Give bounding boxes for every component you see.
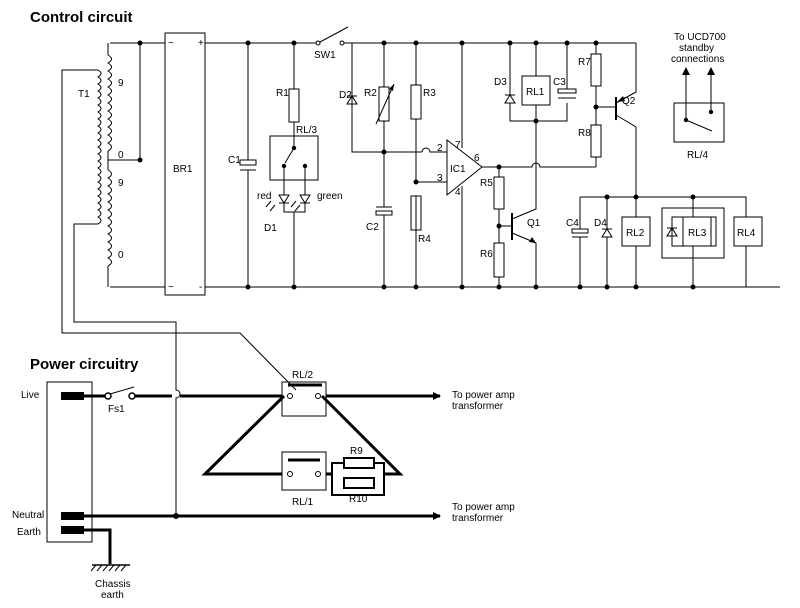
resistor-r3 — [410, 84, 422, 120]
rl1-contact-label: RL/1 — [292, 497, 314, 508]
relay-coil-rl4 — [733, 216, 763, 247]
br1-plus: + — [198, 38, 204, 49]
resistor-r10 — [343, 477, 375, 489]
t1-top9: 9 — [118, 78, 124, 89]
r1-label: R1 — [276, 88, 289, 99]
to-amp1-line1: To power amp — [452, 390, 515, 401]
t1-top0: 0 — [118, 150, 124, 161]
br1-minus: - — [199, 282, 202, 293]
power-circuitry: Live Neutral Earth Fs1 RL/2 To power amp… — [12, 69, 515, 601]
to-amp2-line2: transformer — [452, 513, 504, 524]
control-circuit: T1 9 0 9 0 BR1 ~ + ~ - C1 — [78, 26, 780, 296]
relay-contact-rl3 — [269, 135, 319, 181]
pin-4: 4 — [455, 187, 461, 198]
c4-label: C4 — [566, 218, 579, 229]
sw1-label: SW1 — [314, 50, 336, 61]
br1-ac-top: ~ — [168, 38, 174, 49]
r3-label: R3 — [423, 88, 436, 99]
relay-contact-rl1 — [281, 451, 327, 491]
led-green-label: green — [317, 191, 343, 202]
resistor-r6 — [493, 242, 505, 278]
c3-label: C3 — [553, 77, 566, 88]
standby-contacts-rl4: To UCD700 standby connections RL/4 — [671, 32, 726, 161]
resistor-r2 — [378, 86, 390, 122]
r9-label: R9 — [350, 446, 363, 457]
r6-label: R6 — [480, 249, 493, 260]
bridge-rectifier-br1: BR1 ~ + ~ - — [164, 32, 206, 296]
chassis-earth-line2: earth — [101, 590, 124, 601]
q2-label: Q2 — [622, 96, 636, 107]
ucd-label-1: To UCD700 — [674, 32, 726, 43]
c1-label: C1 — [228, 155, 241, 166]
rl1-label: RL1 — [526, 87, 545, 98]
d3-label: D3 — [494, 77, 507, 88]
fuse-fs1-label: Fs1 — [108, 404, 125, 415]
live-label: Live — [21, 390, 40, 401]
r4-label: R4 — [418, 234, 431, 245]
resistor-r1 — [288, 88, 300, 123]
d4-label: D4 — [594, 218, 607, 229]
rl4-label: RL4 — [737, 228, 756, 239]
chassis-earth-line1: Chassis — [95, 579, 131, 590]
timing-section: D2 R2 C2 R3 R4 — [339, 43, 447, 287]
transformer-t1: T1 9 0 9 0 — [78, 43, 141, 287]
capacitor-c1: C1 — [228, 43, 257, 287]
relay-rl1-section: D3 RL1 C3 — [494, 43, 577, 167]
output-relays-section: C4 D4 RL2 RL3 RL4 — [566, 196, 763, 287]
pin-7: 7 — [455, 140, 461, 151]
ucd-label-3: connections — [671, 54, 724, 65]
q1-label: Q1 — [527, 218, 541, 229]
ic1-label: IC1 — [450, 164, 466, 175]
d1-label: D1 — [264, 223, 277, 234]
d2-label: D2 — [339, 90, 352, 101]
rl2-label: RL2 — [626, 228, 645, 239]
r10-label: R10 — [349, 494, 368, 505]
t1-label: T1 — [78, 89, 90, 100]
t1-bot9: 9 — [118, 178, 124, 189]
pin-2: 2 — [437, 143, 443, 154]
led-red-label: red — [257, 191, 271, 202]
relay-coil-rl3 — [682, 216, 712, 247]
resistor-r9 — [343, 457, 375, 469]
control-circuit-heading: Control circuit — [30, 9, 133, 26]
c2-label: C2 — [366, 222, 379, 233]
comparator-ic1: IC1 2 3 7 4 6 — [421, 43, 483, 287]
pin-3: 3 — [437, 173, 443, 184]
r2-label: R2 — [364, 88, 377, 99]
relay-indicator-section: R1 RL/3 red green D1 — [257, 43, 343, 287]
r8-label: R8 — [578, 128, 591, 139]
rl3-label: RL/3 — [296, 125, 318, 136]
r7-label: R7 — [578, 57, 591, 68]
br1-ac-bottom: ~ — [168, 282, 174, 293]
relay-coil-rl1 — [521, 75, 551, 106]
resistor-r8 — [590, 124, 602, 158]
switch-sw1: SW1 — [314, 26, 349, 61]
earth-label: Earth — [17, 527, 41, 538]
relay-coil-rl2 — [621, 216, 651, 247]
br1-label: BR1 — [173, 164, 193, 175]
ucd-label-2: standby — [679, 43, 714, 54]
pin-6: 6 — [474, 153, 480, 164]
driver-q2-section: R7 R8 Q2 — [578, 43, 637, 197]
junction-dots — [137, 40, 696, 290]
r5-label: R5 — [480, 178, 493, 189]
rl3-coil-label: RL3 — [688, 228, 707, 239]
to-amp1-line2: transformer — [452, 401, 504, 412]
resistor-r5 — [493, 176, 505, 210]
to-amp2-line1: To power amp — [452, 502, 515, 513]
resistor-r7 — [590, 53, 602, 87]
rl2-contact-label: RL/2 — [292, 370, 314, 381]
relay-contact-rl2 — [281, 381, 327, 417]
power-circuitry-heading: Power circuitry — [30, 356, 139, 373]
neutral-label: Neutral — [12, 510, 44, 521]
rl4-contact-label: RL/4 — [687, 150, 709, 161]
t1-bot0: 0 — [118, 250, 124, 261]
mains-terminal-block — [46, 381, 93, 543]
